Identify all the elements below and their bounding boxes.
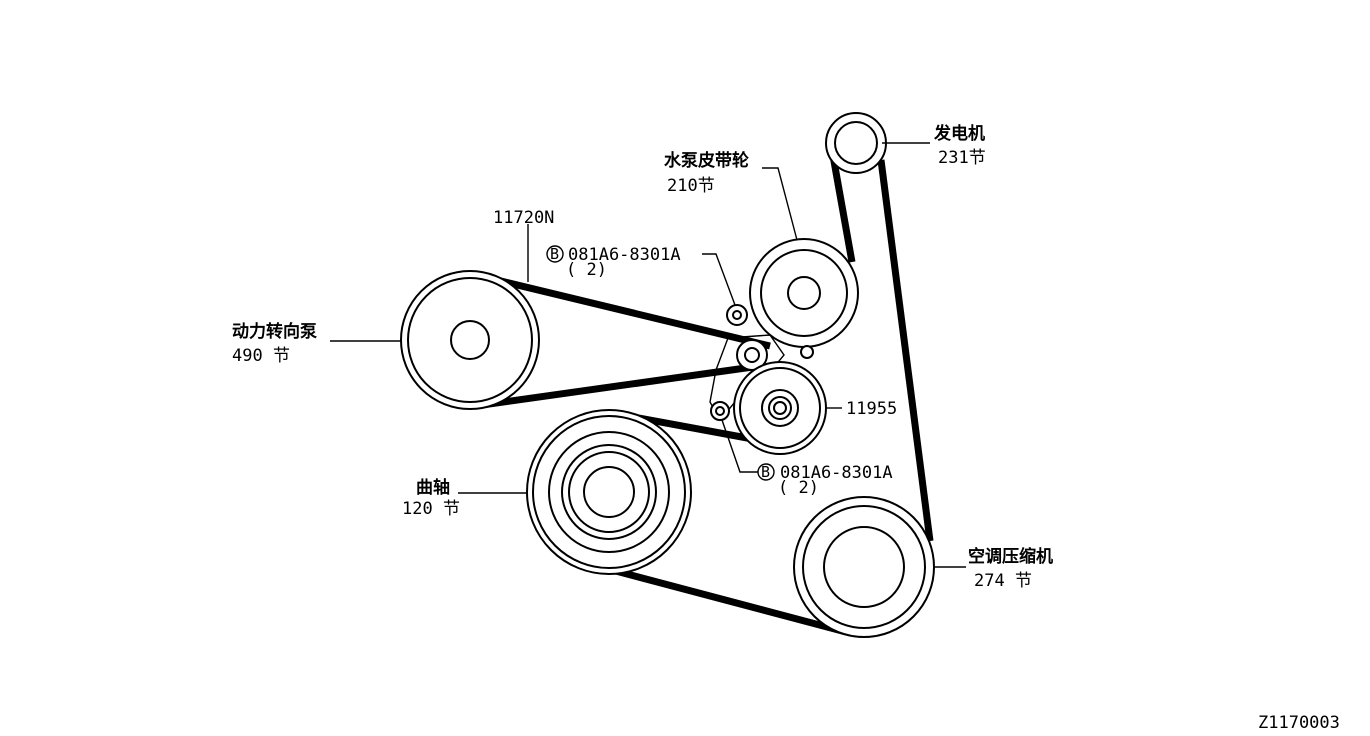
water-pump-label: 水泵皮带轮 [664, 150, 749, 171]
bolt-marker-icon: B [761, 463, 770, 481]
ac-compressor-number: 274 节 [974, 571, 1032, 591]
tensioner-part-number: 11955 [846, 399, 897, 419]
bolt-top-callout: B 081A6-8301A ( 2) [546, 245, 681, 280]
bolt-top-code: 081A6-8301A [568, 245, 681, 265]
bolt-bottom-code: 081A6-8301A [780, 463, 893, 483]
figure-code: Z1170003 [1258, 713, 1340, 733]
belt-crank-ac [611, 566, 847, 636]
belt-ps-bottom [481, 362, 761, 409]
leader-lines [330, 142, 966, 568]
bolt-marker-icon: B [550, 245, 559, 263]
alternator-label: 发电机 [933, 123, 985, 144]
power-steering-pulley [400, 270, 540, 410]
water-pump-pulley [749, 238, 859, 348]
crankshaft-label: 曲轴 [416, 477, 450, 498]
ac-compressor-label: 空调压缩机 [968, 546, 1053, 567]
belt-ps-top [479, 272, 771, 350]
water-pump-number: 210节 [667, 176, 715, 196]
bolt-bottom-callout: B 081A6-8301A ( 2) [757, 463, 893, 498]
alternator-pulley [825, 112, 887, 174]
belt-alt-right [877, 159, 934, 542]
belt-alt-left [828, 149, 856, 263]
power-steering-number: 490 节 [232, 346, 290, 366]
power-steering-label: 动力转向泵 [232, 321, 317, 342]
tensioner-bracket [709, 304, 814, 422]
crankshaft-pulley [526, 409, 692, 575]
ac-compressor-pulley [793, 496, 935, 638]
alternator-number: 231节 [938, 148, 986, 168]
tensioner-pulley [733, 361, 827, 455]
bolt-top-qty: ( 2) [566, 260, 607, 280]
belt-part-number: 11720N [493, 208, 554, 228]
crankshaft-number: 120 节 [402, 499, 460, 519]
bolt-bottom-qty: ( 2) [778, 478, 819, 498]
